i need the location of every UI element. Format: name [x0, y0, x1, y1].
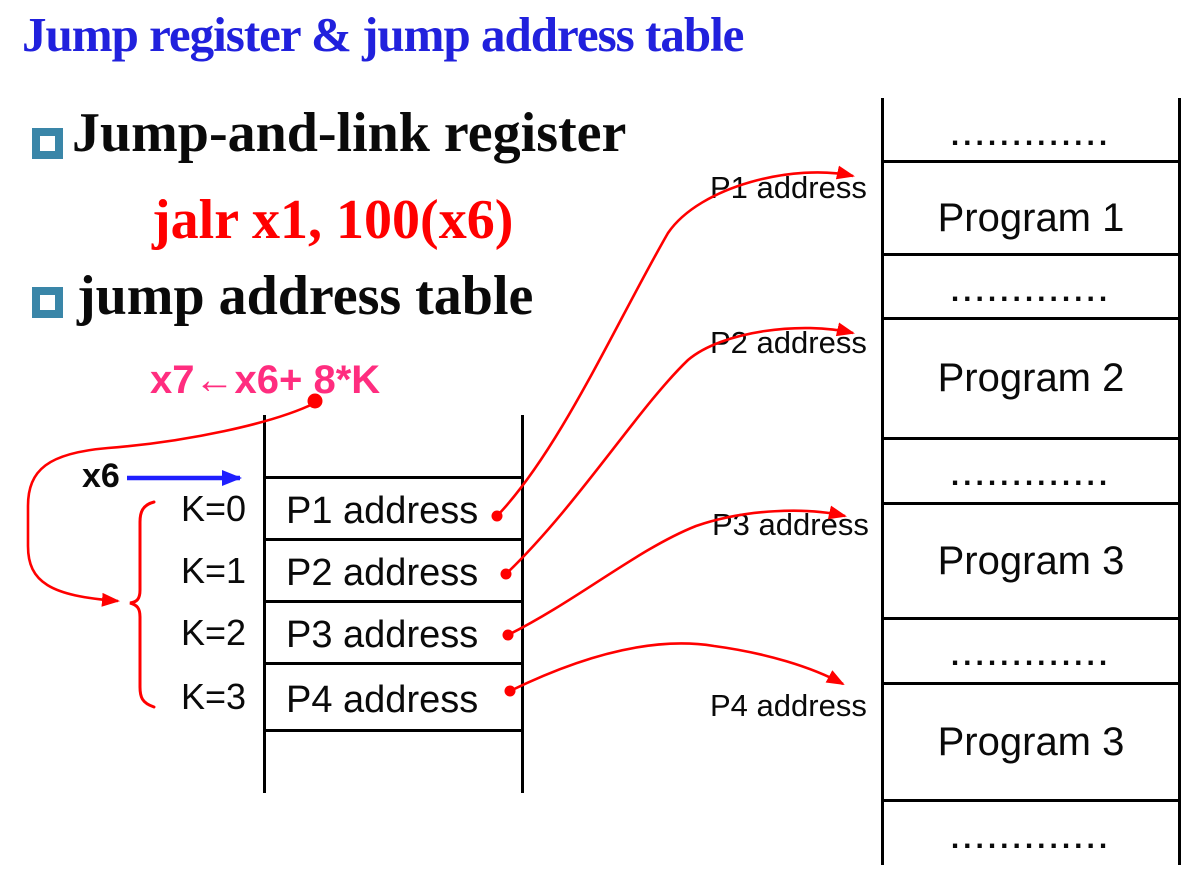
jump-table-entry: P1 address — [286, 490, 479, 532]
memory-rule — [881, 682, 1181, 685]
x6-register-label: x6 — [82, 457, 120, 495]
page-title: Jump register & jump address table — [22, 7, 744, 62]
memory-row-program: Program 2 — [937, 356, 1125, 400]
memory-rule — [881, 317, 1181, 320]
jump-table-rule — [263, 476, 524, 479]
k-index-label: K=2 — [180, 611, 246, 653]
jump-table-entry: P2 address — [286, 552, 479, 594]
memory-row-program: Program 3 — [937, 719, 1125, 764]
pointer-label-p4: P4 address — [710, 688, 867, 723]
code-jalr-instruction: jalr x1, 100(x6) — [152, 189, 514, 251]
memory-left-border — [881, 98, 884, 865]
memory-row-dots: ............. — [950, 639, 1112, 672]
memory-row-program: Program 3 — [937, 538, 1125, 583]
k-index-label: K=1 — [180, 549, 246, 591]
jump-table-rule — [263, 538, 524, 541]
pointer-label-p3: P3 address — [712, 507, 869, 542]
memory-row-dots: ............. — [950, 459, 1112, 492]
jump-table-rule — [263, 729, 524, 732]
jump-table-rule — [263, 662, 524, 665]
k-index-label: K=0 — [180, 487, 246, 529]
memory-row-program: Program 1 — [937, 195, 1125, 240]
jump-table-left-border — [263, 415, 266, 793]
jump-table-right-border — [521, 415, 524, 793]
memory-row-dots: ............. — [950, 274, 1112, 308]
jump-table-rule — [263, 600, 524, 603]
pointer-label-p1: P1 address — [710, 170, 867, 205]
arrow-p4-to-program4 — [509, 642, 845, 693]
memory-rule — [881, 799, 1181, 802]
pointer-label-p2: P2 address — [710, 325, 867, 360]
bullet-square-icon — [32, 128, 63, 159]
memory-right-border — [1178, 98, 1181, 865]
k-index-label: K=3 — [180, 676, 246, 717]
index-formula: x7←x6+ 8*K — [150, 358, 381, 402]
memory-row-dots: ............. — [950, 118, 1112, 152]
memory-rule — [881, 160, 1181, 163]
bullet-square-icon — [32, 287, 63, 318]
jump-table-entry: P4 address — [286, 678, 479, 721]
memory-rule — [881, 502, 1181, 505]
memory-rule — [881, 253, 1181, 256]
bullet-jump-and-link: Jump-and-link register — [72, 102, 627, 164]
memory-row-dots: ............. — [950, 821, 1112, 855]
memory-rule — [881, 617, 1181, 620]
jump-table-entry: P3 address — [286, 614, 479, 656]
memory-rule — [881, 437, 1181, 440]
bullet-jump-address-table: jump address table — [77, 265, 534, 327]
